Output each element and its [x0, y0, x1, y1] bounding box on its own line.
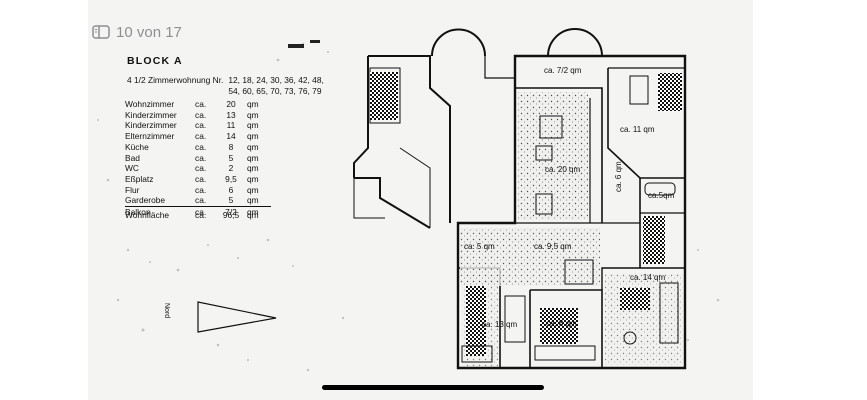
room-name: WC	[125, 163, 139, 174]
room-ca: ca.	[195, 131, 207, 142]
room-name: Flur	[125, 184, 140, 195]
room-label-garderobe: ca. 5 qm	[464, 242, 495, 251]
total-living-area: Wohnfläche ca. 96,5 qm	[125, 210, 271, 220]
table-row: Kinderzimmer ca. 11 qm	[125, 120, 271, 131]
total-value: 96,5	[222, 210, 240, 220]
room-unit: qm	[247, 184, 259, 195]
room-name: Eßplatz	[125, 173, 154, 184]
room-unit: qm	[247, 141, 259, 152]
table-row: Bad ca. 5 qm	[125, 153, 271, 164]
room-ca: ca.	[195, 206, 215, 218]
table-row: Kinderzimmer ca. 13 qm	[125, 110, 271, 121]
total-label: Wohnfläche	[125, 210, 170, 220]
room-name: Kinderzimmer	[125, 109, 177, 120]
room-ca: ca.	[195, 163, 207, 174]
room-label-wohnzimmer: ca. 20 qm	[545, 165, 581, 174]
room-ca: ca.	[195, 195, 207, 206]
home-indicator[interactable]	[322, 385, 544, 390]
room-ca: ca.	[195, 99, 207, 109]
apartment-header: 4 1/2 Zimmerwohnung Nr. 12, 18, 24, 30, …	[127, 75, 324, 97]
room-area: 14	[226, 131, 236, 142]
table-row: Flur ca. 6 qm	[125, 185, 271, 196]
room-name: Garderobe	[125, 195, 166, 206]
room-unit: qm	[247, 173, 259, 184]
room-area: 11	[226, 120, 236, 131]
table-row: WC ca. 2 qm	[125, 163, 271, 174]
room-label-elternzimmer: ca. 14 qm	[630, 273, 666, 282]
room-name: Küche	[125, 141, 149, 152]
page-counter-label: 10 von 17	[116, 23, 182, 41]
room-ca: ca.	[195, 152, 207, 163]
block-title: BLOCK A	[127, 55, 183, 67]
room-ca: ca.	[195, 173, 207, 184]
room-area: 8	[228, 141, 234, 152]
room-unit: qm	[247, 152, 259, 163]
page-counter[interactable]: 10 von 17	[92, 22, 182, 42]
room-area: 20	[226, 99, 236, 109]
table-row: Elternzimmer ca. 14 qm	[125, 131, 271, 142]
room-label-bad: ca.5qm	[648, 191, 675, 200]
north-arrow-icon	[197, 301, 277, 333]
room-unit: qm	[247, 109, 259, 120]
room-unit: qm	[247, 206, 271, 218]
room-area: 9,5	[225, 173, 237, 184]
apartment-numbers: 12, 18, 24, 30, 36, 42, 48, 54, 60, 65, …	[228, 75, 323, 97]
room-area: 7/2	[215, 206, 247, 218]
room-area-table: Wohnzimmer ca. 20 qm Kinderzimmer ca. 13 qm Ki…	[125, 99, 271, 218]
room-label-flur: ca. 6 qm	[614, 161, 623, 192]
north-label: Nord	[163, 303, 170, 319]
table-row: Garderobe ca. 5 qm	[125, 195, 271, 206]
room-unit: qm	[247, 99, 259, 109]
room-ca: ca.	[195, 184, 207, 195]
room-name: Balkon	[125, 206, 195, 218]
room-label-kinderzimmer-2: ca. 8 qm	[546, 319, 577, 328]
room-ca: ca.	[195, 141, 207, 152]
total-unit: qm	[247, 210, 259, 220]
room-area: 6	[228, 184, 234, 195]
room-unit: qm	[247, 131, 259, 142]
room-unit: qm	[247, 163, 259, 174]
room-area: 13	[226, 109, 236, 120]
room-name: Elternzimmer	[125, 131, 175, 142]
room-area: 2	[228, 163, 234, 174]
apartment-numbers-line2: 54, 60, 65, 70, 73, 76, 79	[228, 86, 322, 96]
room-unit: qm	[247, 120, 259, 131]
room-name: Wohnzimmer	[125, 99, 175, 109]
floor-plan-drawing	[353, 28, 687, 370]
room-area: 5	[228, 195, 234, 206]
room-name: Kinderzimmer	[125, 120, 177, 131]
apartment-type: 4 1/2 Zimmerwohnung Nr.	[127, 75, 224, 85]
room-unit: qm	[247, 195, 259, 206]
room-label-kueche: ca. 11 qm	[620, 125, 655, 134]
room-label-essplatz: ca. 9,5 qm	[534, 242, 572, 251]
room-ca: ca.	[195, 109, 207, 120]
room-name: Bad	[125, 152, 140, 163]
apartment-numbers-line1: 12, 18, 24, 30, 36, 42, 48,	[228, 75, 324, 85]
room-ca: ca.	[195, 120, 207, 131]
table-row: Küche ca. 8 qm	[125, 142, 271, 153]
sidebar-icon[interactable]	[92, 25, 110, 39]
room-label-balkon: ca. 7/2 qm	[544, 66, 582, 75]
room-label-kinderzimmer: ca. 13 qm	[482, 320, 518, 329]
room-area: 5	[228, 152, 234, 163]
table-row: Wohnzimmer ca. 20 qm	[125, 99, 271, 110]
table-row: Eßplatz ca. 9,5 qm	[125, 174, 271, 185]
total-ca: ca.	[195, 210, 207, 220]
